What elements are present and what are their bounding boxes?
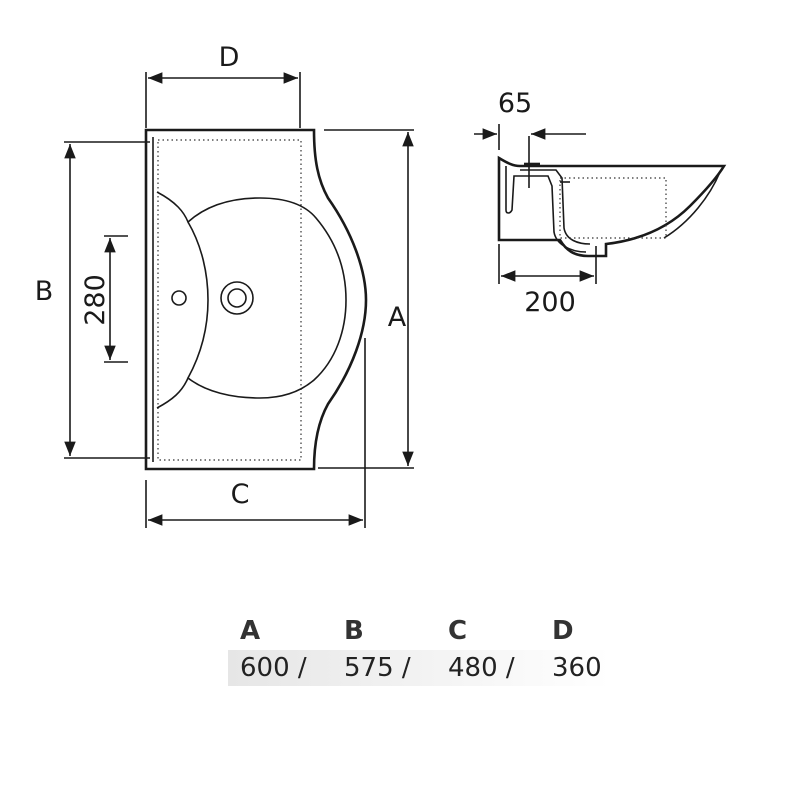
table-value-c: 480 / bbox=[448, 653, 515, 683]
dim-label-a: A bbox=[388, 302, 407, 333]
side-inner-dotted bbox=[559, 177, 667, 239]
dim-label-65: 65 bbox=[498, 88, 532, 119]
dim-label-c: C bbox=[231, 479, 250, 510]
table-header-row: A B C D bbox=[228, 612, 610, 650]
dimensions-table: A B C D 600 / 575 / 480 / 360 bbox=[228, 612, 610, 686]
table-row: 600 / 575 / 480 / 360 bbox=[228, 650, 610, 686]
basin-inner-dotted bbox=[157, 139, 302, 461]
side-basin-outline bbox=[497, 155, 727, 258]
table-header-d: D bbox=[552, 616, 574, 646]
side-basin-rim bbox=[663, 171, 721, 239]
top-view: D B 280 A C bbox=[35, 42, 414, 528]
table-header-a: A bbox=[240, 616, 261, 646]
side-inner-wall bbox=[505, 166, 587, 253]
table-header-c: C bbox=[448, 616, 468, 646]
table-header-b: B bbox=[344, 616, 364, 646]
table-value-d: 360 bbox=[552, 653, 602, 683]
dim-label-b: B bbox=[35, 276, 54, 307]
drain-outer-icon bbox=[220, 281, 254, 315]
drain-inner-icon bbox=[227, 288, 247, 308]
bowl-outline bbox=[156, 191, 347, 409]
table-value-b: 575 / bbox=[344, 653, 411, 683]
dim-label-200: 200 bbox=[524, 287, 576, 318]
dim-label-d: D bbox=[219, 42, 240, 73]
dim-label-280: 280 bbox=[80, 274, 111, 326]
side-view: 65 200 bbox=[474, 88, 727, 318]
table-value-a: 600 / bbox=[240, 653, 307, 683]
bowl-side-curve bbox=[187, 221, 209, 379]
tap-hole-icon bbox=[171, 290, 187, 306]
side-inner-wall-2 bbox=[520, 169, 591, 245]
basin-outline bbox=[144, 128, 368, 471]
